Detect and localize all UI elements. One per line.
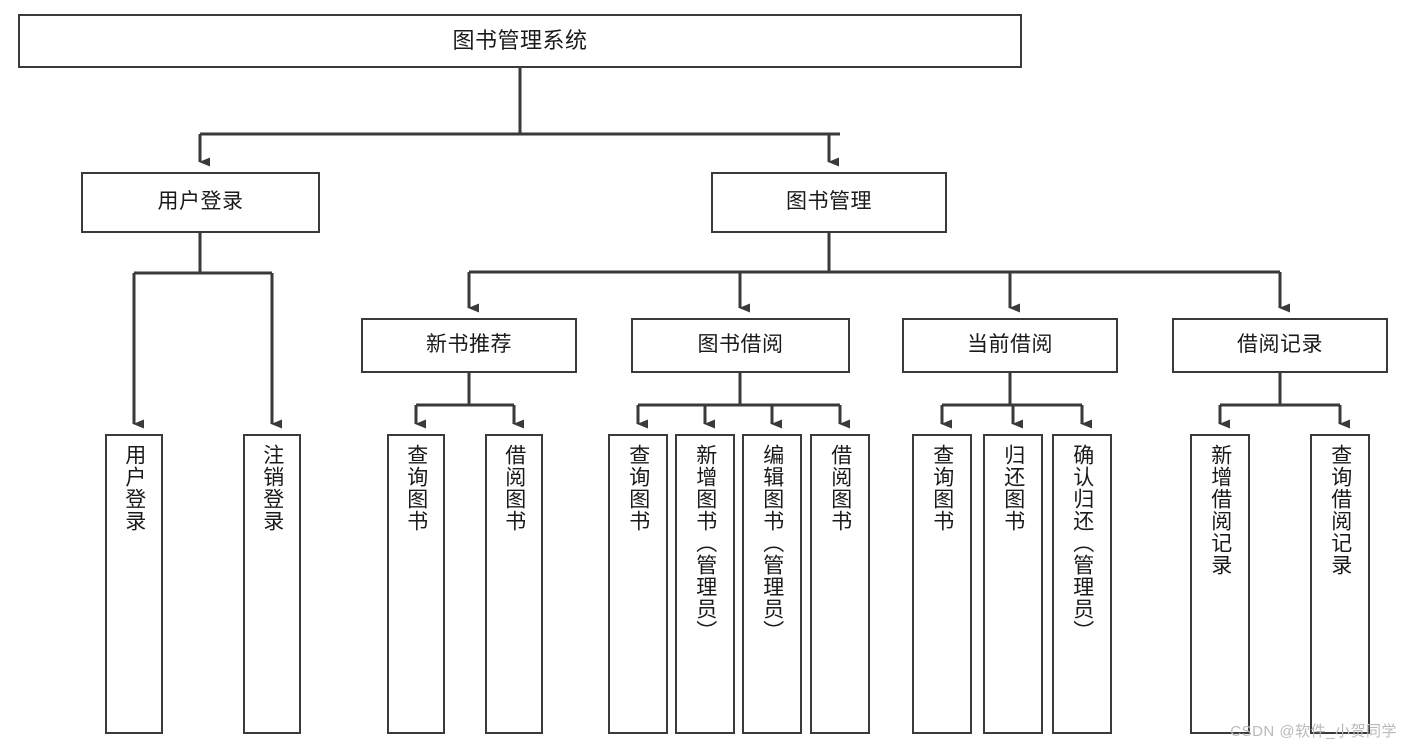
node-leaf-user-logout[interactable]: 注销登录 bbox=[243, 434, 301, 734]
node-leaf-edit-book[interactable]: 编辑图书（管理员） bbox=[742, 434, 802, 734]
node-leaf-add-book[interactable]: 新增图书（管理员） bbox=[675, 434, 735, 734]
node-book-management[interactable]: 图书管理 bbox=[711, 172, 947, 233]
node-leaf-user-login-label: 用户登录 bbox=[122, 444, 146, 532]
node-leaf-return-book-label: 归还图书 bbox=[1001, 444, 1025, 532]
node-new-book-recommend-label: 新书推荐 bbox=[426, 333, 512, 357]
node-leaf-borrow-book-1-label: 借阅图书 bbox=[502, 444, 526, 532]
node-borrow-record-label: 借阅记录 bbox=[1237, 333, 1323, 357]
node-leaf-query-book-2-label: 查询图书 bbox=[626, 444, 650, 532]
node-book-management-label: 图书管理 bbox=[786, 190, 872, 214]
node-leaf-borrow-book-2-label: 借阅图书 bbox=[828, 444, 852, 532]
node-user-login[interactable]: 用户登录 bbox=[81, 172, 320, 233]
node-leaf-borrow-book-1[interactable]: 借阅图书 bbox=[485, 434, 543, 734]
node-book-borrow-label: 图书借阅 bbox=[697, 333, 784, 357]
watermark-text: CSDN @软件_小贺同学 bbox=[1230, 723, 1397, 740]
node-leaf-add-record[interactable]: 新增借阅记录 bbox=[1190, 434, 1250, 734]
node-leaf-borrow-book-2[interactable]: 借阅图书 bbox=[810, 434, 870, 734]
node-leaf-return-book[interactable]: 归还图书 bbox=[983, 434, 1043, 734]
node-current-borrow-label: 当前借阅 bbox=[967, 333, 1053, 357]
node-root-label: 图书管理系统 bbox=[452, 28, 588, 54]
node-leaf-query-book-1-label: 查询图书 bbox=[404, 444, 428, 532]
node-leaf-query-book-3-label: 查询图书 bbox=[930, 444, 954, 532]
node-leaf-add-record-label: 新增借阅记录 bbox=[1208, 444, 1232, 576]
node-book-borrow[interactable]: 图书借阅 bbox=[631, 318, 850, 373]
node-leaf-confirm-return[interactable]: 确认归还（管理员） bbox=[1052, 434, 1112, 734]
node-leaf-edit-book-label: 编辑图书（管理员） bbox=[760, 444, 784, 642]
node-leaf-query-book-3[interactable]: 查询图书 bbox=[912, 434, 972, 734]
node-root[interactable]: 图书管理系统 bbox=[18, 14, 1022, 68]
node-leaf-add-book-label: 新增图书（管理员） bbox=[693, 444, 717, 642]
node-leaf-query-record-label: 查询借阅记录 bbox=[1328, 444, 1352, 576]
node-new-book-recommend[interactable]: 新书推荐 bbox=[361, 318, 577, 373]
node-leaf-query-record[interactable]: 查询借阅记录 bbox=[1310, 434, 1370, 734]
node-current-borrow[interactable]: 当前借阅 bbox=[902, 318, 1118, 373]
node-user-login-label: 用户登录 bbox=[157, 190, 244, 214]
node-leaf-user-logout-label: 注销登录 bbox=[260, 444, 284, 532]
node-leaf-confirm-return-label: 确认归还（管理员） bbox=[1070, 444, 1094, 642]
node-leaf-query-book-2[interactable]: 查询图书 bbox=[608, 434, 668, 734]
node-leaf-query-book-1[interactable]: 查询图书 bbox=[387, 434, 445, 734]
node-leaf-user-login[interactable]: 用户登录 bbox=[105, 434, 163, 734]
node-borrow-record[interactable]: 借阅记录 bbox=[1172, 318, 1388, 373]
